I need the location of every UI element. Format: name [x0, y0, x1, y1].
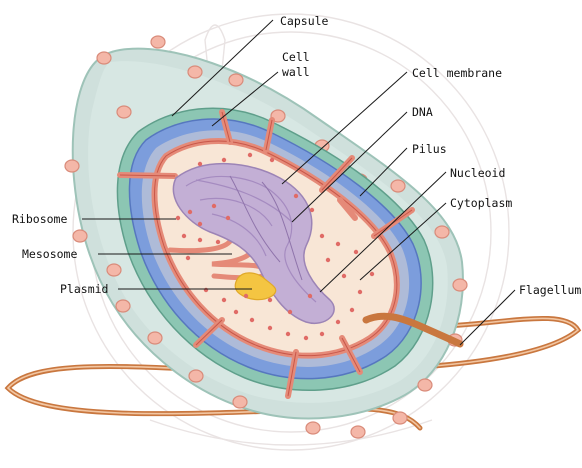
label-cell-membrane: Cell membrane: [412, 66, 502, 80]
label-nucleoid: Nucleoid: [450, 166, 505, 180]
label-pilus: Pilus: [412, 142, 447, 156]
label-cell-wall-line1: Cell: [282, 50, 310, 64]
label-plasmid: Plasmid: [60, 282, 108, 296]
label-cell-wall-line2: wall: [282, 65, 310, 79]
label-mesosome: Mesosome: [22, 247, 77, 261]
label-ribosome: Ribosome: [12, 212, 67, 226]
label-cytoplasm: Cytoplasm: [450, 196, 512, 210]
label-dna: DNA: [412, 105, 433, 119]
label-flagellum: Flagellum: [519, 283, 581, 297]
label-capsule: Capsule: [280, 14, 329, 28]
